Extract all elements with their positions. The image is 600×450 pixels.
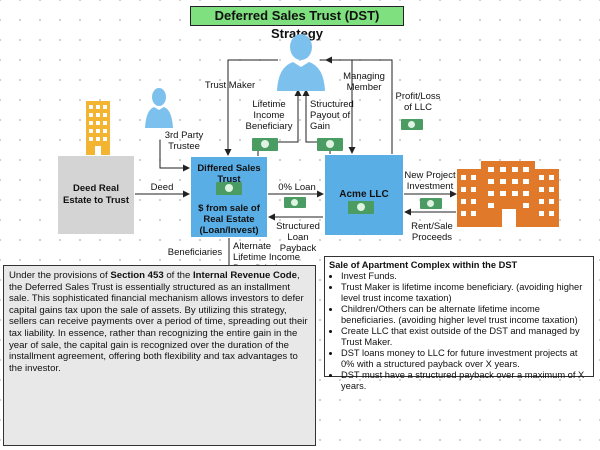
note-heading: Sale of Apartment Complex within the DST	[329, 260, 518, 270]
money-icon	[252, 138, 278, 151]
money-icon	[284, 197, 306, 208]
person-icon	[145, 88, 173, 128]
deed-arrow-label: Deed	[150, 182, 174, 193]
list-item: DST loans money to LLC for future invest…	[341, 348, 589, 370]
managing-member-label: Managing Member	[343, 71, 385, 93]
profit-loss-label: Profit/Loss of LLC	[395, 91, 441, 113]
acme-label: Acme LLC	[339, 189, 389, 200]
new-project-investment-label: New Project Investment	[404, 170, 456, 192]
money-icon	[216, 182, 242, 195]
list-item: Trust Maker is lifetime income beneficia…	[341, 282, 589, 304]
list-item: Invest Funds.	[341, 271, 589, 282]
dst-subtitle: $ from sale of Real Estate (Loan/Invest)	[198, 203, 260, 236]
money-icon	[348, 201, 374, 214]
apartment-building-icon	[457, 161, 559, 227]
list-item: Children/Others can be alternate lifetim…	[341, 304, 589, 326]
beneficiaries-label: Beneficiaries	[167, 247, 223, 258]
apartment-sale-note: Sale of Apartment Complex within the DST…	[324, 256, 594, 391]
money-icon	[420, 198, 442, 209]
third-party-trustee-label: 3rd Party Trustee	[164, 130, 204, 152]
structured-loan-payback-label: Structured Loan Payback	[276, 221, 320, 254]
money-icon	[401, 119, 423, 130]
person-icon	[277, 34, 325, 91]
note-text: of the	[163, 270, 193, 281]
note-text: Under the provisions of	[9, 270, 111, 281]
dst-box: Differed Sales Trust $ from sale of Real…	[191, 157, 267, 237]
note-bullet-list: Invest Funds. Trust Maker is lifetime in…	[329, 271, 589, 392]
rent-sale-proceeds-label: Rent/Sale Proceeds	[411, 221, 453, 243]
deed-real-estate-label: Deed Real Estate to Trust	[63, 183, 129, 206]
office-building-icon	[86, 101, 110, 155]
loan-label: 0% Loan	[278, 182, 316, 193]
dst-title: Differed Sales Trust	[197, 163, 261, 185]
list-item: Create LLC that exist outside of the DST…	[341, 326, 589, 348]
note-text: , the Deferred Sales Trust is essentiall…	[9, 270, 308, 374]
section-453-note: Under the provisions of Section 453 of t…	[3, 265, 316, 446]
note-irc-ref: Internal Revenue Code	[193, 270, 297, 281]
structured-payout-label: Structured Payout of Gain	[310, 99, 354, 132]
note-section-ref: Section 453	[110, 270, 164, 281]
money-icon	[317, 138, 343, 151]
trust-maker-label: Trust Maker	[204, 80, 256, 91]
page-title: Deferred Sales Trust (DST) Strategy	[190, 6, 404, 41]
acme-llc-box: Acme LLC	[325, 155, 403, 235]
list-item: DST must have a structured payback over …	[341, 370, 589, 392]
lifetime-income-beneficiary-label: Lifetime Income Beneficiary	[245, 99, 293, 132]
deed-real-estate-box: Deed Real Estate to Trust	[58, 156, 134, 234]
